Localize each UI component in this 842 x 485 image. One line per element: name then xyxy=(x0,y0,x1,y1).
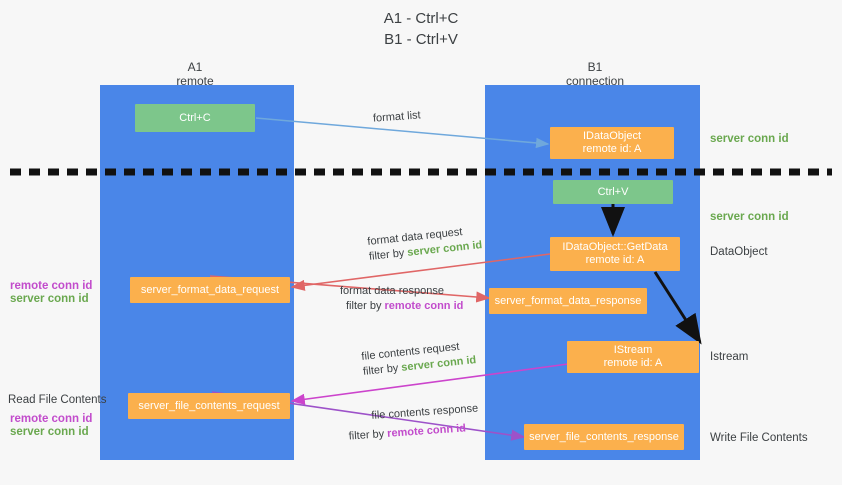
diagram-title: A1 - Ctrl+C B1 - Ctrl+V xyxy=(383,10,459,48)
node-ctrl-v[interactable]: Ctrl+V xyxy=(553,180,673,204)
right-label-write-file-contents: Write File Contents xyxy=(710,432,808,444)
filter-prefix: filter by xyxy=(348,427,388,443)
node-server-file-contents-request-label: server_file_contents_request xyxy=(138,399,280,412)
edge-label-format-list: format list xyxy=(373,108,422,126)
left-label-read-file-contents: Read File Contents xyxy=(8,394,107,406)
node-getdata[interactable]: IDataObject::GetData remote id: A xyxy=(550,237,680,271)
node-server-format-data-request[interactable]: server_format_data_request xyxy=(130,277,290,303)
node-getdata-line1: IDataObject::GetData xyxy=(562,241,668,253)
node-server-file-contents-request[interactable]: server_file_contents_request xyxy=(128,393,290,419)
column-header-b1-sub: connection xyxy=(565,74,625,88)
left-label-server-conn-id-top: server conn id xyxy=(10,293,89,305)
node-ctrl-v-label: Ctrl+V xyxy=(597,185,629,198)
column-header-b1: B1 connection xyxy=(525,60,665,88)
right-label-istream: Istream xyxy=(710,351,749,363)
left-label-remote-conn-id-top: remote conn id xyxy=(10,280,93,292)
node-ctrl-c-label: Ctrl+C xyxy=(179,111,211,124)
node-idataobject[interactable]: IDataObject remote id: A xyxy=(550,127,674,159)
node-istream-line1: IStream xyxy=(613,344,653,356)
edge-label-format-list-text: format list xyxy=(372,109,422,125)
filter-prefix: filter by xyxy=(346,300,385,312)
node-server-file-contents-response-label: server_file_contents_response xyxy=(529,430,679,443)
node-server-file-contents-response[interactable]: server_file_contents_response xyxy=(524,424,684,450)
column-header-a1-name: A1 xyxy=(187,60,203,74)
filter-prefix: filter by xyxy=(362,361,402,378)
node-idataobject-line2: remote id: A xyxy=(582,143,642,155)
left-label-remote-conn-id-bottom: remote conn id xyxy=(10,413,93,425)
node-getdata-line2: remote id: A xyxy=(585,254,645,266)
filter-value-remote-conn-id: remote conn id xyxy=(384,300,464,312)
edge-label-format-data-response-filter: filter by remote conn id xyxy=(340,299,463,314)
node-server-format-data-response[interactable]: server_format_data_response xyxy=(489,288,647,314)
column-header-b1-name: B1 xyxy=(587,60,603,74)
left-label-server-conn-id-bottom: server conn id xyxy=(10,426,89,438)
edge-label-file-contents-response: file contents response filter by remote … xyxy=(347,401,480,444)
filter-value-remote-conn-id: remote conn id xyxy=(386,422,467,440)
node-server-format-data-request-label: server_format_data_request xyxy=(140,283,280,296)
right-label-dataobject: DataObject xyxy=(710,246,768,258)
node-idataobject-line1: IDataObject xyxy=(582,130,642,142)
column-header-a1-sub: remote xyxy=(176,74,214,88)
edge-label-file-contents-request: file contents request filter by server c… xyxy=(361,338,477,380)
edge-label-format-data-request: format data request filter by server con… xyxy=(367,223,483,265)
node-istream-line2: remote id: A xyxy=(603,357,663,369)
node-istream[interactable]: IStream remote id: A xyxy=(567,341,699,373)
filter-prefix: filter by xyxy=(368,246,408,263)
right-label-server-conn-id-second: server conn id xyxy=(710,211,789,223)
column-header-a1: A1 remote xyxy=(125,60,265,88)
edge-label-format-data-response-title: format data response xyxy=(340,285,444,297)
right-label-server-conn-id-top: server conn id xyxy=(710,133,789,145)
node-ctrl-c[interactable]: Ctrl+C xyxy=(135,104,255,132)
edge-label-format-data-response: format data response filter by remote co… xyxy=(340,284,463,314)
node-server-format-data-response-label: server_format_data_response xyxy=(494,294,642,307)
